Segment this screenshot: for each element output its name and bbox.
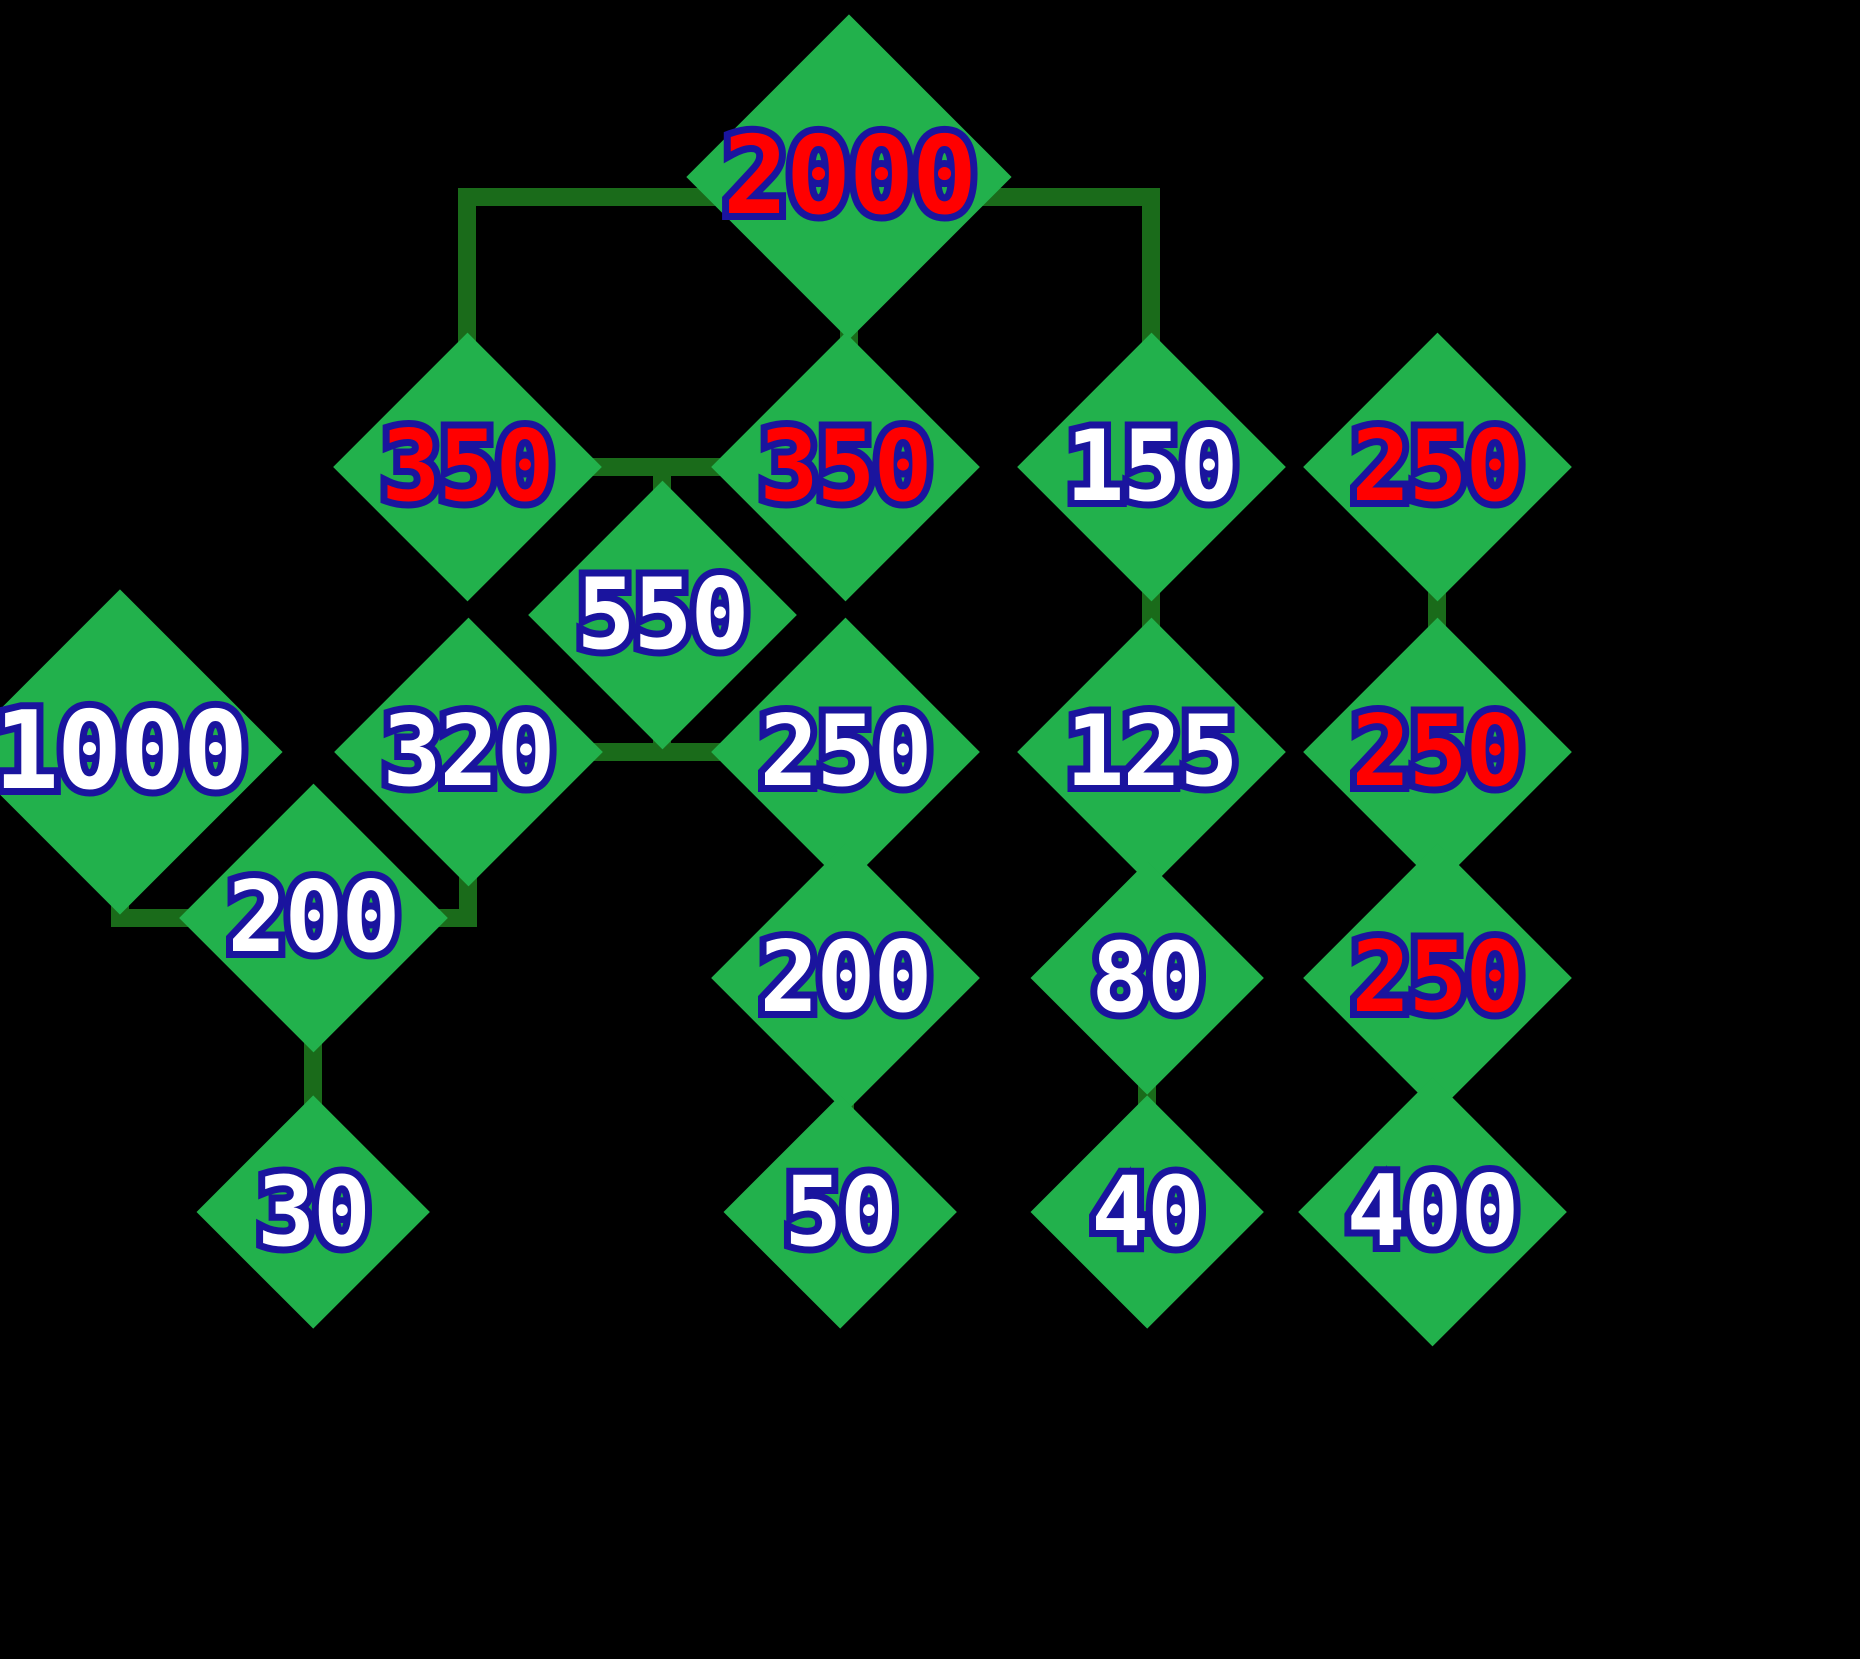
node-value-label: 550 bbox=[569, 558, 756, 672]
node-value-label: 200 bbox=[752, 921, 939, 1035]
tree-node-350-1[interactable]: 350 bbox=[332, 332, 602, 602]
node-value-label: 320 bbox=[375, 695, 562, 809]
node-value-label: 350 bbox=[374, 410, 561, 524]
tree-node-80-13[interactable]: 80 bbox=[1030, 861, 1264, 1095]
node-value-label: 350 bbox=[752, 410, 939, 524]
tree-node-40-17[interactable]: 40 bbox=[1030, 1095, 1264, 1329]
node-value-label: 400 bbox=[1339, 1155, 1526, 1269]
node-value-label: 30 bbox=[250, 1156, 378, 1268]
node-value-label: 40 bbox=[1084, 1156, 1212, 1268]
node-value-label: 250 bbox=[1344, 921, 1531, 1035]
tree-node-200-11[interactable]: 200 bbox=[178, 783, 448, 1053]
tree-node-400-18[interactable]: 400 bbox=[1297, 1077, 1567, 1347]
node-value-label: 80 bbox=[1084, 922, 1212, 1034]
tree-node-200-12[interactable]: 200 bbox=[710, 843, 980, 1113]
tree-node-250-8[interactable]: 250 bbox=[710, 617, 980, 887]
tree-node-125-9[interactable]: 125 bbox=[1016, 617, 1286, 887]
node-value-label: 150 bbox=[1058, 410, 1245, 524]
tree-node-50-16[interactable]: 50 bbox=[723, 1095, 957, 1329]
tree-node-2000-0[interactable]: 2000 bbox=[686, 14, 1012, 340]
node-value-label: 200 bbox=[220, 861, 407, 975]
node-value-label: 1000 bbox=[0, 689, 255, 814]
tree-node-30-15[interactable]: 30 bbox=[196, 1095, 430, 1329]
node-value-label: 250 bbox=[1344, 695, 1531, 809]
tree-node-250-4[interactable]: 250 bbox=[1302, 332, 1572, 602]
tree-node-350-2[interactable]: 350 bbox=[710, 332, 980, 602]
node-value-label: 2000 bbox=[716, 114, 984, 239]
tree-node-550-5[interactable]: 550 bbox=[527, 480, 797, 750]
node-value-label: 250 bbox=[1344, 410, 1531, 524]
tree-node-1000-6[interactable]: 1000 bbox=[0, 589, 283, 915]
node-value-label: 50 bbox=[777, 1156, 905, 1268]
tree-node-150-3[interactable]: 150 bbox=[1016, 332, 1286, 602]
node-value-label: 125 bbox=[1058, 695, 1245, 809]
tree-node-250-10[interactable]: 250 bbox=[1302, 617, 1572, 887]
node-value-label: 250 bbox=[752, 695, 939, 809]
tree-node-320-7[interactable]: 320 bbox=[333, 617, 603, 887]
tree-node-250-14[interactable]: 250 bbox=[1302, 843, 1572, 1113]
